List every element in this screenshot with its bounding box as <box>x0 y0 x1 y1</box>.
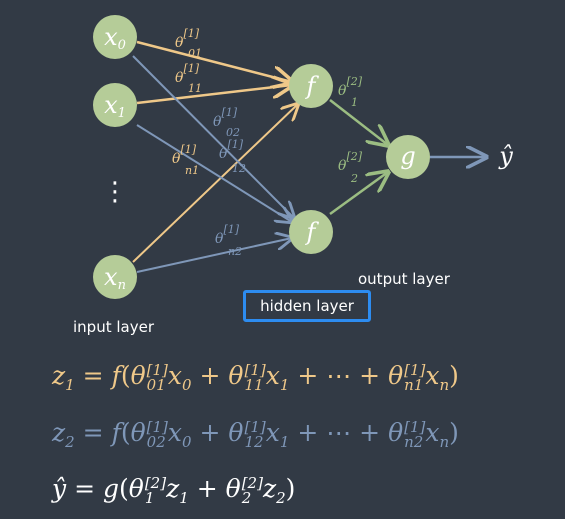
svg-text:xn: xn <box>104 263 126 293</box>
svg-text:n1: n1 <box>185 164 199 177</box>
edge-xn-f1 <box>132 104 298 263</box>
svg-text:θ[1]: θ[1] <box>213 106 238 130</box>
svg-text:θ[1]: θ[1] <box>215 223 240 247</box>
svg-text:x0: x0 <box>104 23 126 53</box>
weight-theta-01: θ[1] 01 <box>175 27 202 60</box>
weight-theta-2-1: θ[2] 1 <box>338 75 363 109</box>
svg-text:11: 11 <box>188 82 202 95</box>
svg-text:n2: n2 <box>228 245 242 258</box>
output-layer-label: output layer <box>358 270 451 288</box>
edge-x1-f1 <box>136 85 292 105</box>
edge-x0-f2 <box>132 55 294 218</box>
hidden-layer-label: hidden layer <box>243 290 371 322</box>
weight-theta-11: θ[1] 11 <box>175 62 202 95</box>
weight-theta-12: θ[1] 12 <box>219 138 246 175</box>
edge-f1-g <box>329 99 388 145</box>
svg-text:θ[1]: θ[1] <box>175 27 200 51</box>
edge-xn-f2 <box>136 238 292 273</box>
node-f1: f <box>289 64 333 108</box>
svg-text:θ[2]: θ[2] <box>338 75 363 99</box>
svg-text:2: 2 <box>350 172 358 185</box>
svg-text:θ[1]: θ[1] <box>219 138 244 162</box>
weight-theta-2-2: θ[2] 2 <box>338 150 363 185</box>
svg-text:θ[2]: θ[2] <box>338 150 363 174</box>
weight-theta-02: θ[1] 02 <box>213 106 240 139</box>
edge-x0-f1 <box>136 40 292 82</box>
svg-text:1: 1 <box>351 96 358 109</box>
vdots: ⋮ <box>102 177 128 207</box>
svg-text:01: 01 <box>188 47 202 60</box>
edge-x1-f2 <box>136 124 292 222</box>
input-layer-label: input layer <box>73 318 155 336</box>
node-x1: x1 <box>93 83 137 127</box>
weight-theta-n2: θ[1] n2 <box>215 223 242 258</box>
output-yhat: ŷ <box>498 142 513 170</box>
svg-text:θ[1]: θ[1] <box>175 62 200 86</box>
svg-text:x1: x1 <box>104 91 126 121</box>
node-f2: f <box>289 210 333 254</box>
svg-text:θ[1]: θ[1] <box>172 143 197 167</box>
weight-theta-n1: θ[1] n1 <box>172 143 199 177</box>
node-x0: x0 <box>93 15 137 59</box>
node-xn: xn <box>93 255 137 299</box>
edge-f2-g <box>329 172 388 216</box>
svg-text:12: 12 <box>232 162 246 175</box>
node-g: g <box>386 135 430 179</box>
svg-text:g: g <box>400 142 415 170</box>
svg-text:02: 02 <box>226 126 240 139</box>
